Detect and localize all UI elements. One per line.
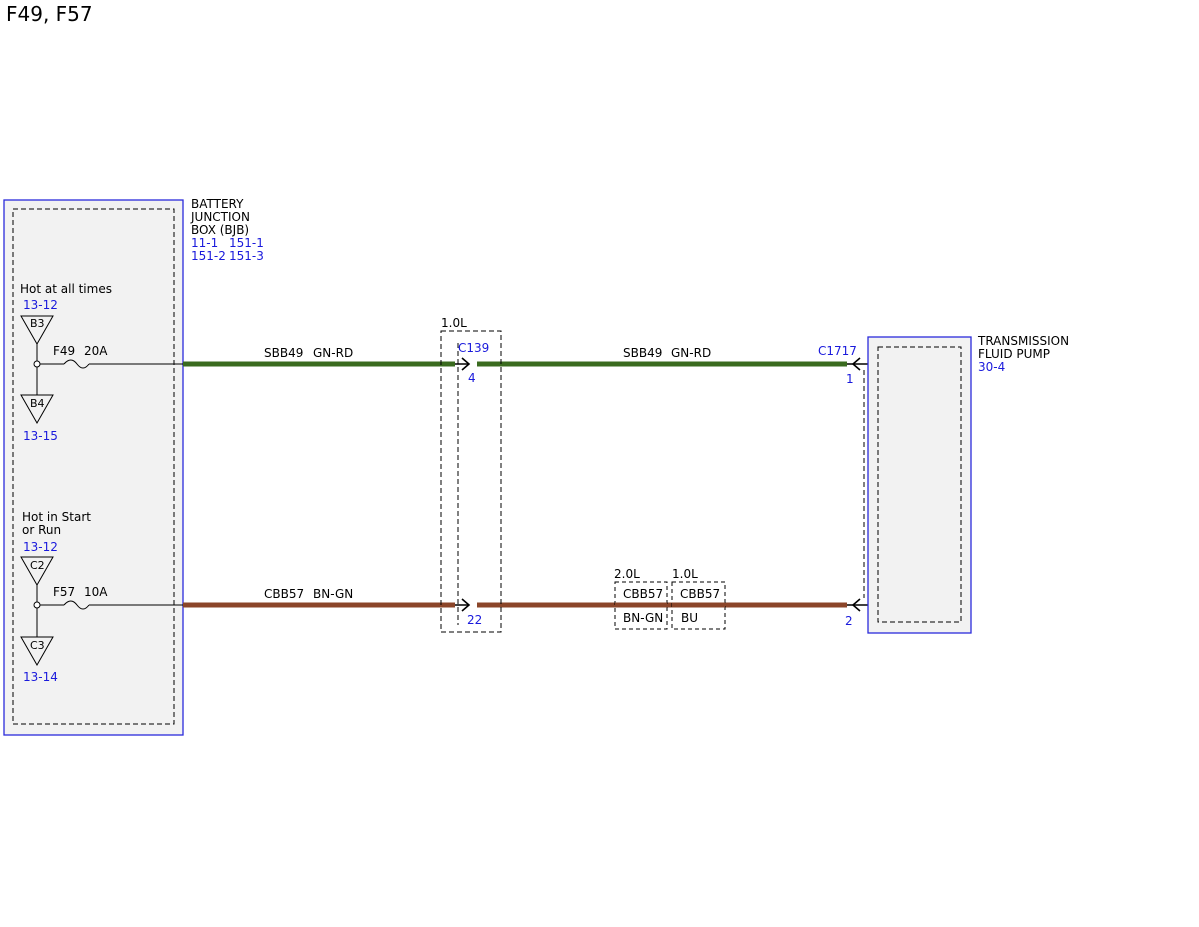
- pump-name-line-2: FLUID PUMP: [978, 347, 1050, 361]
- f57-fuse-icon: [63, 600, 90, 610]
- c139-pin-22: 22: [467, 613, 482, 627]
- c1717-pin-1: 1: [846, 372, 854, 386]
- hot-start-ref[interactable]: 13-12: [23, 540, 58, 554]
- pump-inner-dashed: [877, 346, 962, 623]
- pump-outline: [867, 336, 972, 634]
- c139-pin22-arrow-icon: [461, 598, 471, 612]
- bjb-name-line-1: BATTERY: [191, 197, 244, 211]
- wire-cbb57-circuit-label: CBB57: [264, 587, 304, 601]
- b3-label: B3: [30, 317, 45, 330]
- wire-cbb57-color-label: BN-GN: [313, 587, 353, 601]
- variant-10l-circuit: CBB57: [680, 587, 720, 601]
- c2-terminal-icon: [20, 556, 54, 587]
- c3-ref[interactable]: 13-14: [23, 670, 58, 684]
- bjb-name-line-3: BOX (BJB): [191, 223, 249, 237]
- c139-variant-box: [440, 330, 502, 633]
- variant-10l-color: BU: [681, 611, 698, 625]
- wire-sbb49-color-label-1: GN-RD: [313, 346, 353, 360]
- c1717-pin-2: 2: [845, 614, 853, 628]
- bjb-ref-11-1[interactable]: 11-1: [191, 236, 218, 250]
- b3-terminal-icon: [20, 315, 54, 346]
- splice-dot-top: [33, 360, 41, 368]
- c1717-pin2-arrow-icon: [851, 598, 861, 612]
- c139-variant-label: 1.0L: [441, 316, 467, 330]
- hot-always-ref[interactable]: 13-12: [23, 298, 58, 312]
- c139-pin-4: 4: [468, 371, 476, 385]
- pump-name-line-1: TRANSMISSION: [977, 334, 1069, 348]
- wire-sbb49-circuit-label-2: SBB49: [623, 346, 662, 360]
- f49-fuse-icon: [63, 359, 90, 369]
- bjb-ref-151-3[interactable]: 151-3: [229, 249, 264, 263]
- f49-rating: 20A: [84, 344, 108, 358]
- f57-label: F57: [53, 585, 75, 599]
- b4-label: B4: [30, 397, 45, 410]
- hot-start-run-label-1: Hot in Start: [22, 510, 91, 524]
- bjb-name-line-2: JUNCTION: [190, 210, 250, 224]
- variant-20l-label: 2.0L: [614, 567, 640, 581]
- variant-20l-circuit: CBB57: [623, 587, 663, 601]
- c139-pin4-arrow-icon: [461, 357, 471, 371]
- b4-terminal-icon: [20, 394, 54, 425]
- variant-10l-label: 1.0L: [672, 567, 698, 581]
- c139-connector-label[interactable]: C139: [458, 341, 489, 355]
- wire-sbb49-color-label-2: GN-RD: [671, 346, 711, 360]
- transmission-fluid-pump: [867, 336, 972, 634]
- hot-start-run-label-2: or Run: [22, 523, 61, 537]
- bjb-inner-dashed: [12, 208, 175, 725]
- wire-sbb49-circuit-label-1: SBB49: [264, 346, 303, 360]
- c3-terminal-icon: [20, 636, 54, 667]
- variant-20l-color: BN-GN: [623, 611, 663, 625]
- c1717-pin1-arrow-icon: [851, 357, 861, 371]
- battery-junction-box: [3, 199, 184, 736]
- splice-dot-bottom: [33, 601, 41, 609]
- c2-label: C2: [30, 559, 45, 572]
- bjb-ref-151-2[interactable]: 151-2: [191, 249, 226, 263]
- c3-label: C3: [30, 639, 45, 652]
- c1717-connector-label[interactable]: C1717: [818, 344, 857, 358]
- b4-ref[interactable]: 13-15: [23, 429, 58, 443]
- pump-ref[interactable]: 30-4: [978, 360, 1005, 374]
- f49-label: F49: [53, 344, 75, 358]
- hot-at-all-times-label: Hot at all times: [20, 282, 112, 296]
- bjb-ref-151-1[interactable]: 151-1: [229, 236, 264, 250]
- f57-rating: 10A: [84, 585, 108, 599]
- page-title: F49, F57: [6, 2, 93, 26]
- bjb-outline: [3, 199, 184, 736]
